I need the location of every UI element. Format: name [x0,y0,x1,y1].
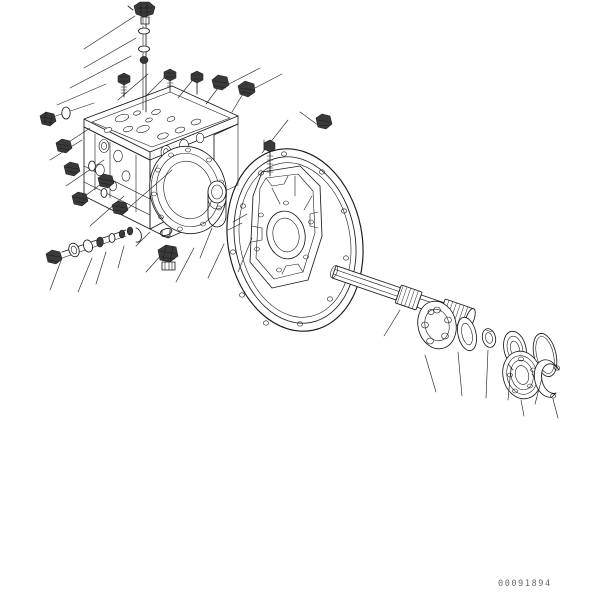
valve-spool-assembly [45,169,173,293]
hex-nut-b [55,138,73,154]
plug-fitting [133,1,156,25]
hex-nut-a [39,111,57,127]
plug-nut [45,249,63,265]
bearing-seal-stack [417,300,560,400]
hex-nut-e [71,191,89,207]
misc-detail-lines [199,213,248,259]
spacer-ring [481,328,497,348]
bushing-sleeve [207,180,227,228]
cap-screw-3 [190,70,204,95]
flange-bolt-lower [157,244,179,271]
flywheel-housing-ring [226,148,364,332]
pump-mounting-flange [149,145,227,235]
part-number-label: 00091894 [498,579,552,589]
top-fitting-group [127,1,156,113]
snap-ring [533,359,560,399]
coupling-spline [417,300,457,350]
leader-lines-right [228,67,323,154]
pump-housing-block [83,85,239,239]
bearing-carrier [249,165,323,289]
cover-plate-bolts [117,68,256,98]
hex-nut-f [111,200,129,216]
hex-nut-d [97,173,115,189]
hex-bolt-upper-right [315,113,333,130]
leader-lines-bearing-stack [383,309,559,419]
flywheel-screw [263,139,276,177]
cap-screw-2 [163,68,177,93]
hex-bolt-right-b [237,80,256,98]
hex-bolt-right-a [211,74,230,91]
thrust-washer [457,316,477,352]
fastener-cluster-upper-left [39,106,129,216]
hex-nut-c [63,161,81,177]
cap-screw-1 [117,72,131,98]
lower-center-fasteners [145,228,253,283]
